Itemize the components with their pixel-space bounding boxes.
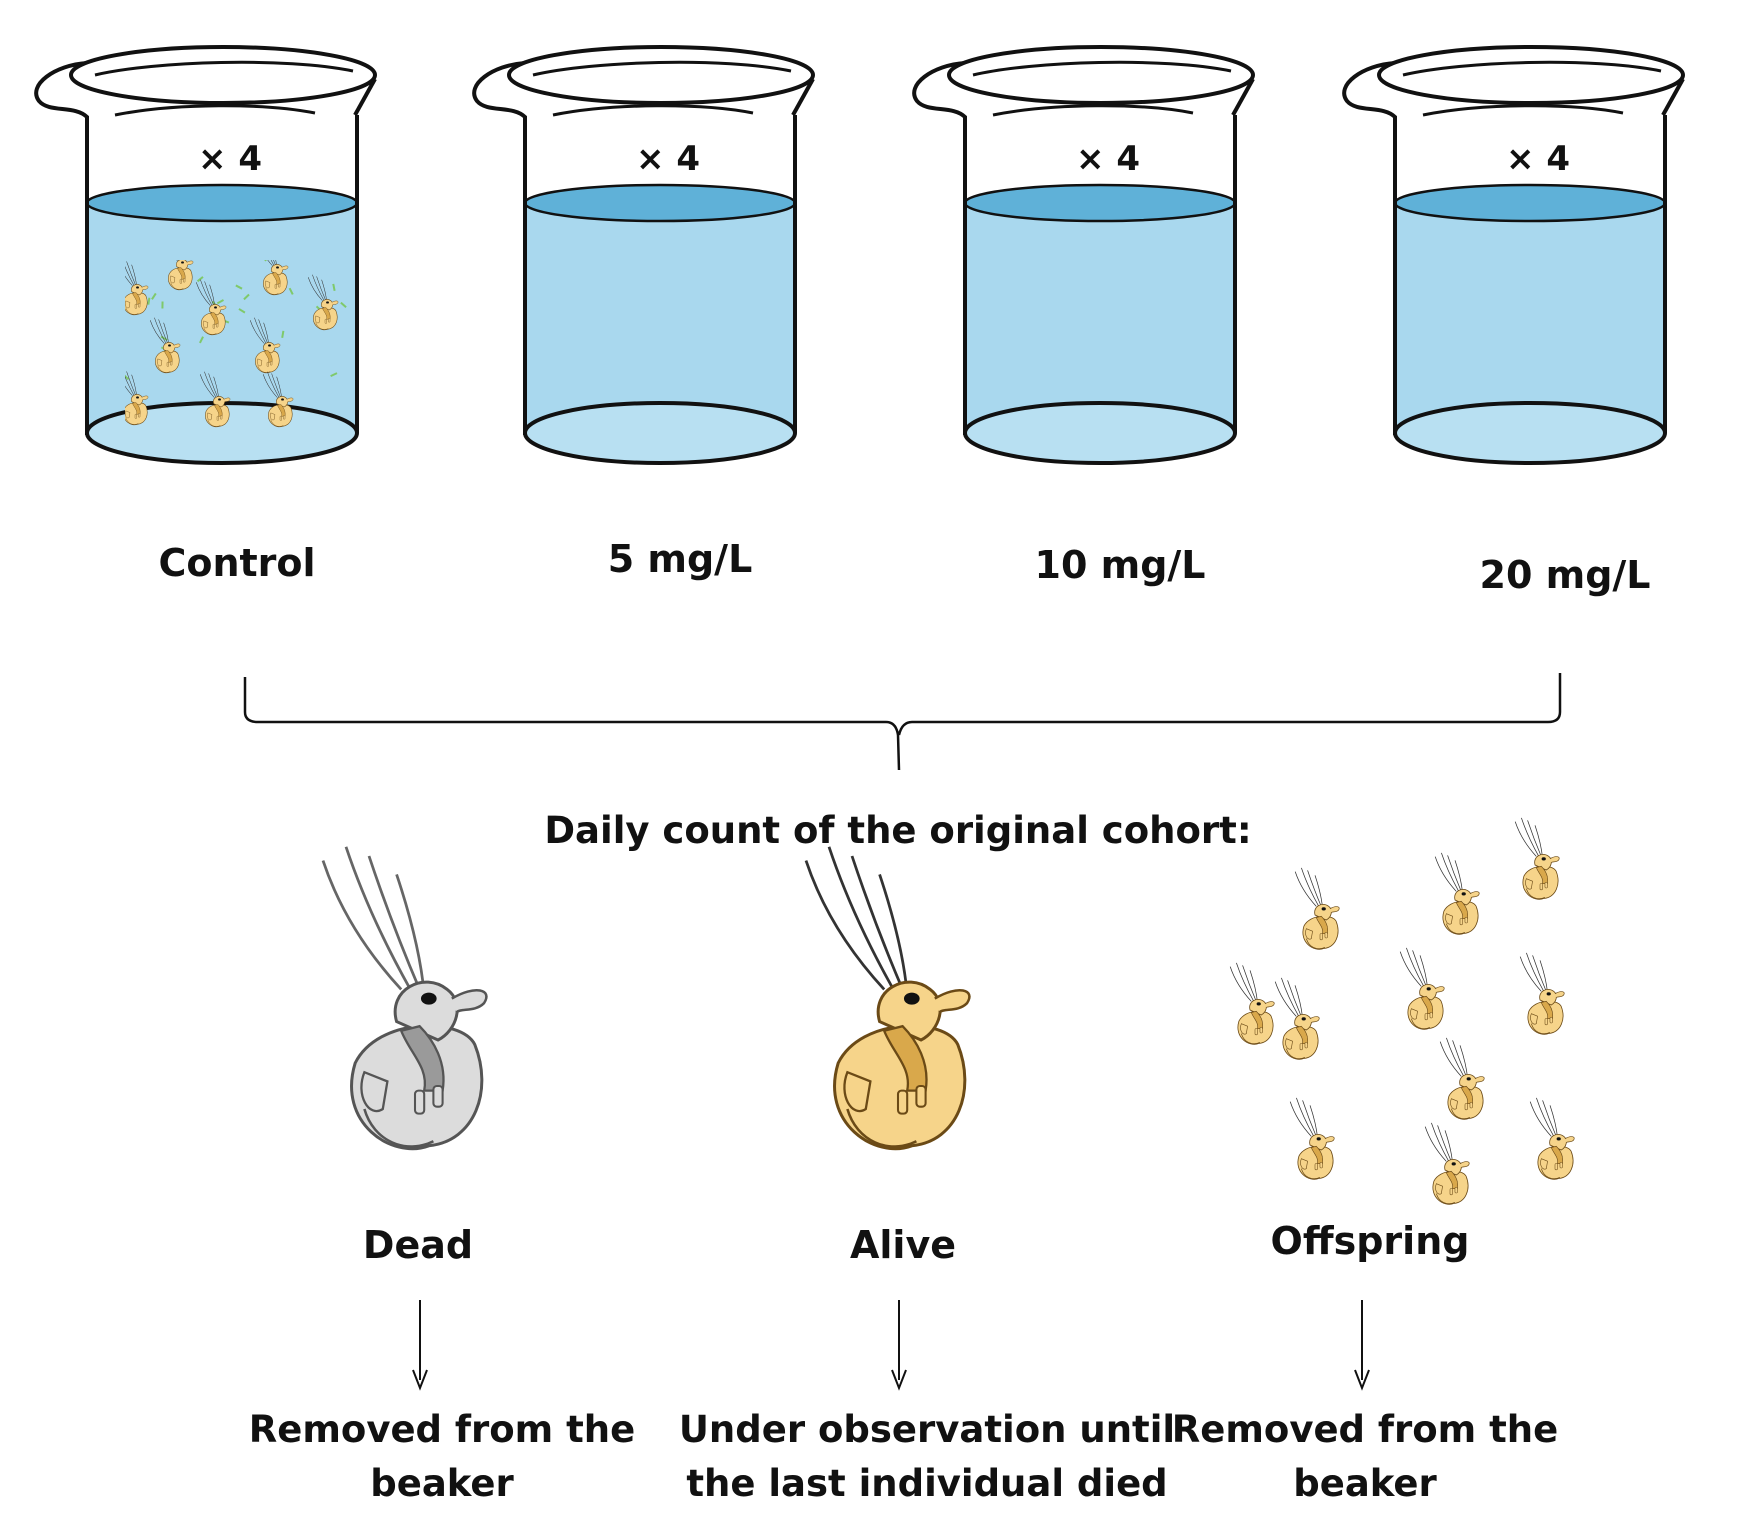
arrow-offspring (1354, 1300, 1370, 1391)
algae-particle (340, 301, 347, 309)
note-alive-line2: the last individual died (686, 1462, 1167, 1505)
daphnia-icon (1274, 977, 1320, 1060)
beaker-vessel (472, 45, 815, 465)
beaker-vessel (34, 45, 377, 465)
daphnia-icon (1439, 1037, 1485, 1120)
outcome-label-alive: Alive (850, 1223, 956, 1267)
beaker-replicate-count: × 4 (198, 139, 262, 179)
beaker-5mg: × 4 (472, 45, 815, 465)
daphnia-icon (249, 317, 281, 374)
daphnia-icon (263, 260, 289, 296)
beaker-control: × 4 (34, 45, 377, 465)
note-dead-line2: beaker (370, 1462, 514, 1505)
beaker-replicate-count: × 4 (1506, 139, 1570, 179)
daphnia-icon (125, 371, 149, 426)
daphnia-icon (149, 317, 181, 374)
algae-particle (243, 293, 250, 301)
algae-particle (281, 330, 285, 338)
algae-particle (235, 284, 243, 290)
arrow-dead (412, 1300, 428, 1391)
daphnia-icon (1289, 1097, 1335, 1180)
note-dead-line1: Removed from the (249, 1408, 635, 1451)
daphnia-icon (1519, 952, 1565, 1035)
daphnia-icon (125, 261, 149, 316)
arrow-alive (891, 1300, 907, 1391)
algae-particle (151, 292, 157, 300)
algae-particle (125, 373, 130, 381)
treatment-label-10mg: 10 mg/L (1035, 543, 1206, 587)
daphnia-icon (1529, 1097, 1575, 1180)
daphnia-icon (262, 371, 294, 428)
treatment-label-20mg: 20 mg/L (1480, 553, 1651, 597)
note-offspring-line1: Removed from the (1172, 1408, 1558, 1451)
beaker-replicate-count: × 4 (636, 139, 700, 179)
algae-particle (160, 335, 168, 341)
daphnia-icon (1514, 817, 1560, 900)
daphnia-icon (168, 260, 194, 291)
outcome-label-offspring: Offspring (1271, 1219, 1470, 1263)
alive-daphnia-illustration (804, 846, 971, 1151)
note-offspring-line2: beaker (1293, 1462, 1437, 1505)
daphnia-icon (199, 371, 231, 428)
algae-particle (196, 276, 204, 283)
daphnia-icon (1424, 1122, 1470, 1205)
algae-particle (332, 283, 336, 291)
daphnia-icon (195, 279, 227, 336)
grouping-brace (243, 673, 1562, 771)
daphnia-icon (1294, 867, 1340, 950)
algae-particle (330, 372, 338, 378)
algae-particle (216, 299, 224, 305)
algae-particle (288, 287, 294, 295)
algae-particle (147, 297, 151, 305)
daphnia-icon (307, 274, 339, 331)
daphnia-icon (1434, 852, 1480, 935)
beaker-10mg: × 4 (912, 45, 1255, 465)
diagram-heading: Daily count of the original cohort: (544, 809, 1251, 852)
beaker-vessel (912, 45, 1255, 465)
offspring-daphnia-cluster (1229, 817, 1575, 1205)
algae-particle (238, 308, 246, 314)
beaker-contents (125, 260, 347, 428)
algae-particle (161, 301, 164, 309)
beaker-replicate-count: × 4 (1076, 139, 1140, 179)
daphnia-icon (1229, 962, 1275, 1045)
beaker-vessel (1342, 45, 1685, 465)
treatment-label-5mg: 5 mg/L (608, 537, 753, 581)
daphnia-icon (804, 846, 971, 1151)
daphnia-dead-icon (321, 846, 488, 1151)
outcome-label-dead: Dead (363, 1223, 473, 1267)
daphnia-icon (1399, 947, 1445, 1030)
note-alive-line1: Under observation until (679, 1408, 1175, 1451)
treatment-label-control: Control (158, 541, 315, 585)
algae-particle (199, 336, 204, 344)
beaker-20mg: × 4 (1342, 45, 1685, 465)
dead-daphnia-illustration (321, 846, 488, 1151)
